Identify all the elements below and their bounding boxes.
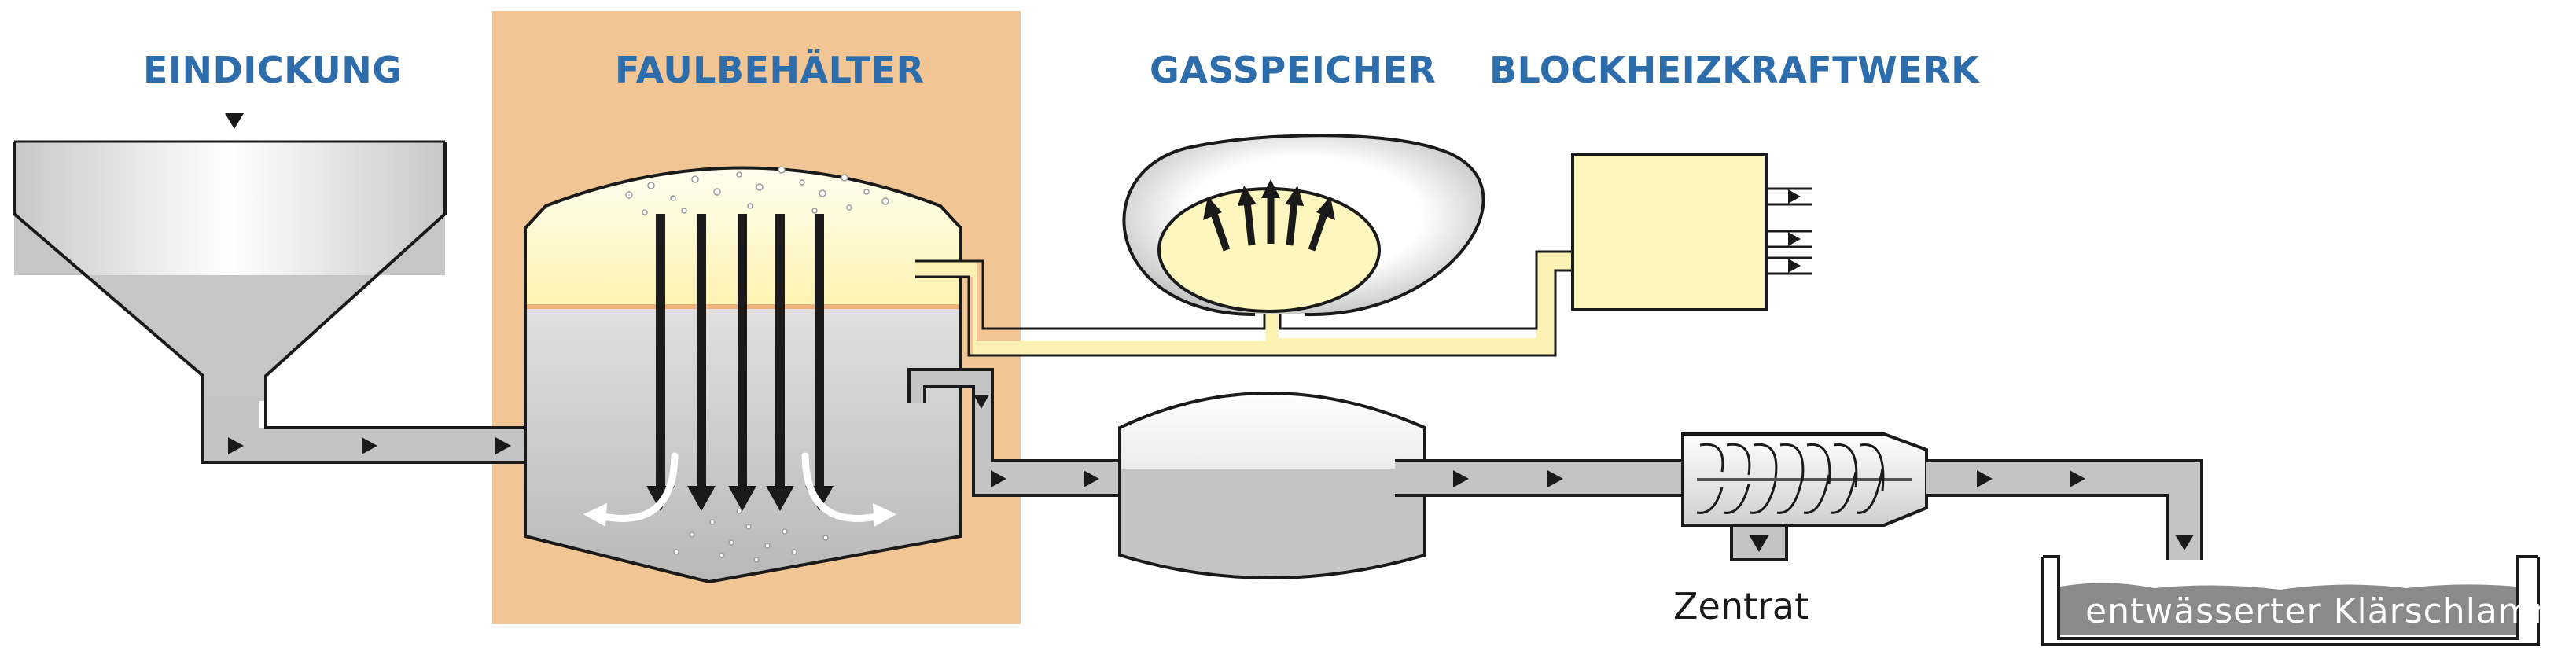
pipe-thickener-digester bbox=[201, 397, 568, 464]
flow-arrow-icon bbox=[495, 437, 511, 454]
down-arrow-icon bbox=[2175, 535, 2194, 550]
flow-arrow-icon bbox=[228, 437, 244, 454]
circulation-arrows bbox=[595, 452, 885, 522]
down-arrow-icon bbox=[766, 486, 794, 511]
flow-arrow-icon bbox=[1084, 470, 1099, 487]
flow-arrow-icon bbox=[362, 437, 377, 454]
centrate-outlet bbox=[1730, 524, 1788, 561]
up-arrow-icon bbox=[1238, 186, 1257, 206]
digester-flow-arrows bbox=[656, 214, 824, 487]
output-arrow-icon bbox=[1788, 259, 1801, 273]
down-arrow-icon bbox=[1749, 535, 1769, 552]
output-arrow-icon bbox=[1788, 232, 1801, 246]
stage-title-gasspeicher: GASSPEICHER bbox=[1150, 49, 1437, 91]
stage-title-eindickung: EINDICKUNG bbox=[143, 49, 403, 91]
flow-arrow-icon bbox=[1977, 470, 1993, 487]
down-arrow-icon bbox=[728, 486, 756, 511]
up-arrow-icon bbox=[1203, 197, 1222, 220]
pipe-storage-centrifuge bbox=[1395, 459, 1683, 497]
down-arrow-icon bbox=[973, 395, 989, 409]
pipe-centrifuge-container bbox=[1926, 459, 2203, 560]
pipe-digester-storage bbox=[907, 368, 1132, 497]
stage-title-blockheizkraftwerk: BLOCKHEIZKRAFTWERK bbox=[1489, 49, 1980, 91]
chp-unit bbox=[1571, 153, 1812, 311]
flow-arrow-icon bbox=[1453, 470, 1469, 487]
gas-holder bbox=[1122, 134, 1485, 317]
flow-arrow-icon bbox=[1547, 470, 1563, 487]
centrifuge bbox=[1681, 432, 1928, 561]
stage-title-faulbehaelter: FAULBEHÄLTER bbox=[615, 49, 925, 91]
flow-arrow-icon bbox=[2070, 470, 2085, 487]
up-arrow-icon bbox=[1316, 197, 1335, 220]
up-arrow-icon bbox=[1261, 179, 1280, 198]
storage-tank bbox=[1118, 392, 1426, 579]
output-label-sludge: entwässerter Klärschlamm bbox=[2085, 591, 2567, 631]
down-arrow-icon bbox=[687, 486, 716, 511]
output-label-zentrat: Zentrat bbox=[1673, 585, 1809, 627]
output-arrow-icon bbox=[1788, 189, 1801, 204]
inflow-arrow-icon bbox=[225, 113, 244, 129]
up-arrow-icon bbox=[1285, 186, 1304, 206]
flow-arrow-icon bbox=[991, 470, 1006, 487]
circulation-arrow-icon bbox=[873, 503, 896, 527]
sludge-container bbox=[2041, 555, 2540, 646]
digester-tank bbox=[524, 166, 962, 584]
circulation-arrow-icon bbox=[583, 503, 607, 527]
thickener-funnel bbox=[13, 113, 447, 401]
